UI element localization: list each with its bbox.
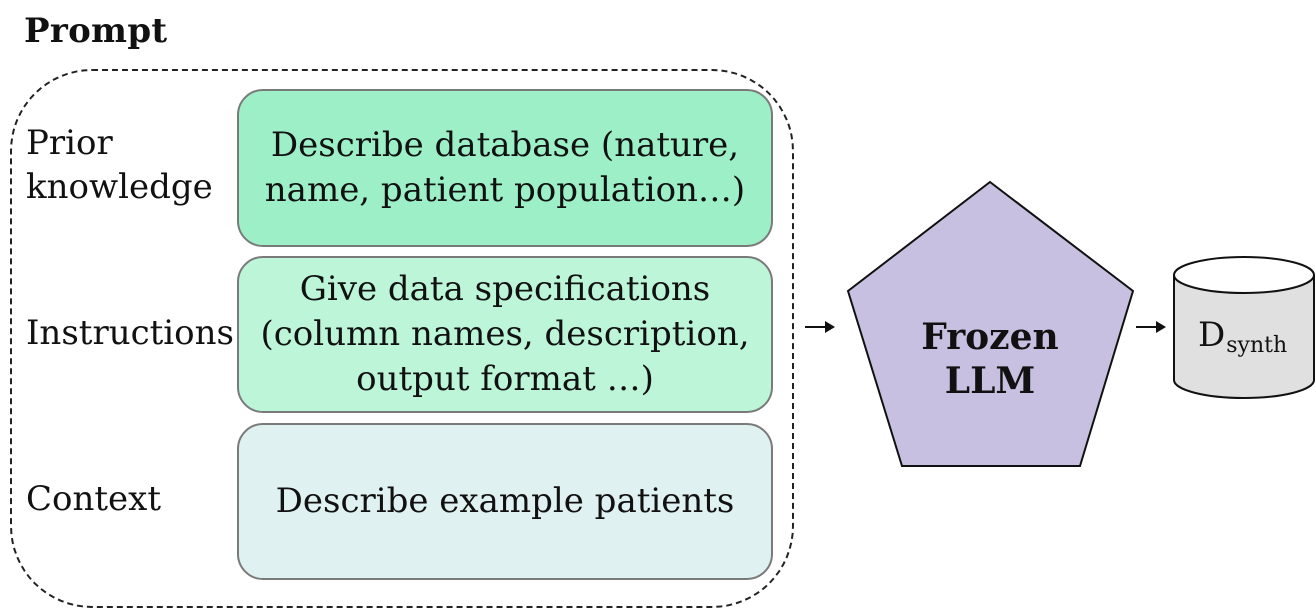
prompt-title: Prompt bbox=[24, 11, 168, 51]
db-label-main: D bbox=[1198, 315, 1226, 355]
context-label: Context bbox=[26, 479, 162, 519]
context-box: Describe example patients bbox=[237, 423, 773, 580]
db-label-subscript: synth bbox=[1226, 333, 1288, 358]
instructions-label: Instructions bbox=[26, 313, 234, 353]
llm-label: Frozen LLM bbox=[921, 316, 1059, 402]
arrow-prompt-to-llm bbox=[805, 321, 835, 333]
prior-knowledge-label: Prior knowledge bbox=[26, 123, 213, 207]
llm-pentagon bbox=[846, 180, 1135, 467]
database-body bbox=[1173, 275, 1315, 399]
prompt-dashed-frame bbox=[10, 69, 794, 608]
database-top bbox=[1173, 256, 1315, 294]
prior-knowledge-box: Describe database (nature, name, patient… bbox=[237, 89, 773, 247]
database-cylinder bbox=[1173, 256, 1315, 399]
instructions-box: Give data specifications (column names, … bbox=[237, 256, 773, 413]
llm-pentagon-shape bbox=[846, 180, 1135, 467]
arrow-llm-to-db bbox=[1136, 321, 1166, 333]
db-label: Dsynth bbox=[1198, 315, 1316, 357]
